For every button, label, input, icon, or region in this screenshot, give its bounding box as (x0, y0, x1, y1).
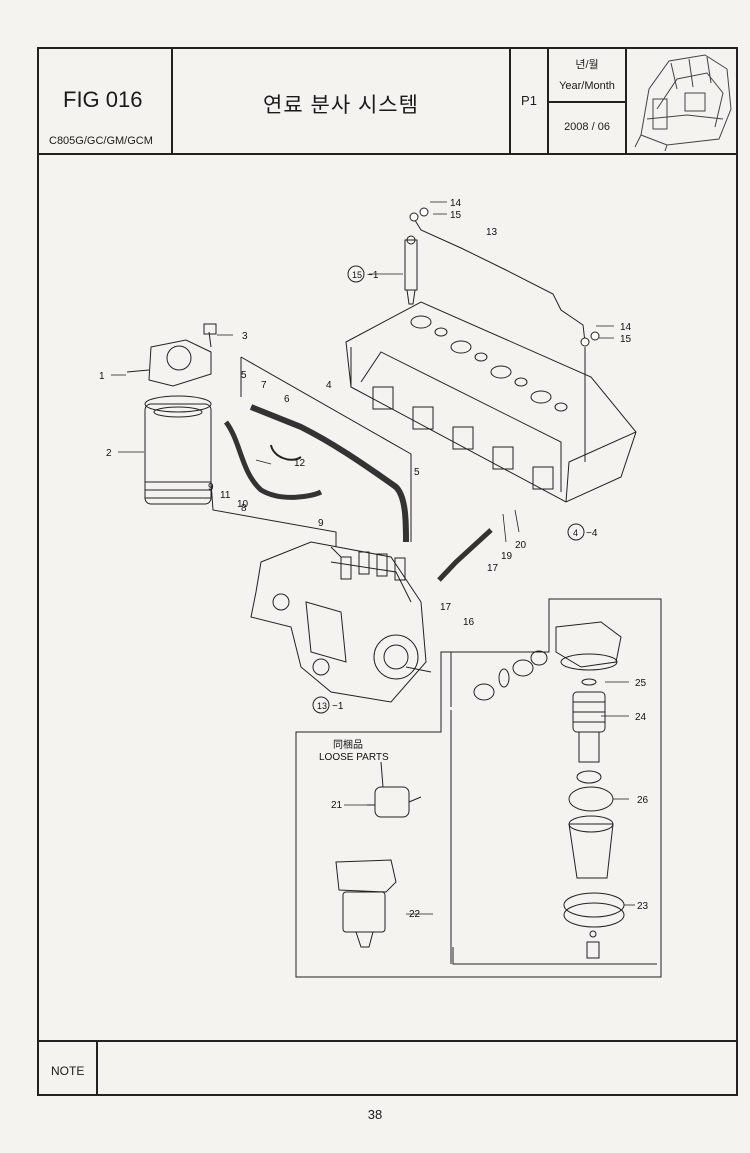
loose-parts-label-cn: 同梱品 (333, 738, 363, 751)
date-value: 2008 / 06 (564, 121, 610, 133)
callout-9b: 9 (318, 518, 324, 529)
injection-pump (250, 541, 432, 703)
callout-26: 26 (637, 795, 649, 806)
machine-thumbnail (634, 54, 732, 152)
circled-callout-4: 4 (573, 528, 578, 538)
page-code-cell: P1 (511, 49, 549, 153)
date-cell: 년/월 Year/Month 2008 / 06 (549, 49, 627, 153)
note-row: NOTE (39, 1040, 736, 1096)
note-label-cell: NOTE (39, 1042, 98, 1096)
title-block: FIG 016 C805G/GC/GM/GCM 연료 분사 시스템 P1 년/월… (39, 49, 736, 155)
callout-22: 22 (409, 909, 421, 920)
drawing-frame: FIG 016 C805G/GC/GM/GCM 연료 분사 시스템 P1 년/월… (37, 47, 738, 1096)
filter-kit-parts (473, 621, 625, 959)
callout-23: 23 (637, 901, 649, 912)
date-divider (549, 101, 625, 103)
callout-14b: 14 (620, 322, 632, 333)
callout-17a: 17 (487, 563, 499, 574)
callout-14a: 14 (450, 198, 462, 209)
callout-11: 11 (220, 490, 231, 501)
callout-4: 4 (326, 380, 332, 391)
callout-17b: 17 (440, 602, 452, 613)
callout-25: 25 (635, 678, 647, 689)
circled-callout-4-suffix: −4 (586, 528, 598, 539)
callout-3: 3 (242, 331, 248, 342)
page-number: 38 (367, 1107, 383, 1122)
callout-15b: 15 (620, 334, 632, 345)
callout-6: 6 (284, 394, 290, 405)
exploded-parts-diagram: 1 2 3 4 5 5 6 7 8 9 9 10 11 12 13 14 15 … (99, 198, 662, 978)
machine-thumbnail-cell (627, 49, 736, 153)
callout-12: 12 (294, 458, 306, 469)
callout-10: 10 (237, 499, 249, 510)
page-title: 연료 분사 시스템 (263, 94, 419, 117)
circled-callout-15-suffix: −1 (367, 270, 379, 281)
circled-callout-15: 15 (352, 270, 362, 280)
model-codes: C805G/GC/GM/GCM (49, 135, 153, 147)
callout-15a: 15 (450, 210, 462, 221)
callout-9a: 9 (208, 482, 214, 493)
page-code: P1 (521, 93, 537, 108)
injector (404, 235, 418, 305)
callout-21: 21 (331, 800, 343, 811)
callout-13: 13 (486, 227, 498, 238)
note-label: NOTE (51, 1064, 85, 1078)
circled-callout-13-suffix: −1 (332, 701, 344, 712)
fuel-filter (126, 323, 217, 505)
figure-number: FIG 016 (63, 87, 143, 112)
cylinder-head (345, 301, 637, 503)
year-month-label-ko: 년/월 (575, 59, 599, 71)
callout-24: 24 (635, 712, 647, 723)
callout-19: 19 (501, 551, 513, 562)
callout-20: 20 (515, 540, 527, 551)
year-month-label-en: Year/Month (559, 80, 615, 92)
fig-cell: FIG 016 C805G/GC/GM/GCM (39, 49, 173, 153)
title-cell: 연료 분사 시스템 (173, 49, 511, 153)
callout-1: 1 (99, 371, 105, 382)
callout-2: 2 (106, 448, 112, 459)
callout-5b: 5 (414, 467, 420, 478)
leak-pipe (412, 216, 586, 343)
callout-16: 16 (463, 617, 475, 628)
callout-5a: 5 (241, 370, 247, 381)
circled-callout-13: 13 (317, 701, 327, 711)
callout-8: 8 (241, 503, 247, 514)
loose-parts-label-en: LOOSE PARTS (319, 752, 389, 763)
callout-7: 7 (261, 380, 267, 391)
